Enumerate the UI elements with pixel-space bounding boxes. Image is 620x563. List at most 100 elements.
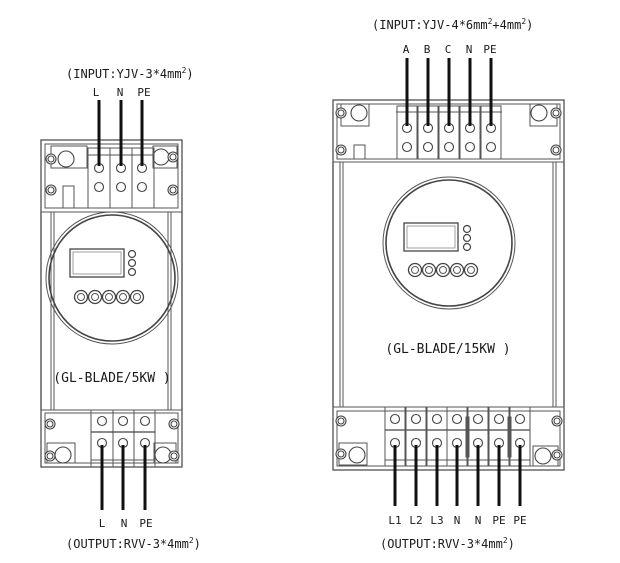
mounting-hole xyxy=(57,150,75,168)
panel-ring-outer xyxy=(45,211,179,345)
terminal-screw xyxy=(493,413,505,425)
output-terminal-label: PE xyxy=(513,514,526,527)
terminal-screw xyxy=(472,413,484,425)
indicator-led-icon xyxy=(127,267,137,277)
indicator-led-icon xyxy=(462,224,472,234)
lcd-display-inner xyxy=(406,225,456,249)
screw-icon xyxy=(170,420,178,428)
terminal-screw xyxy=(485,141,497,153)
terminal-screw xyxy=(96,415,108,427)
panel-button-inner xyxy=(91,293,99,301)
screw-icon xyxy=(169,186,177,194)
terminal-screw xyxy=(117,415,129,427)
panel-button[interactable] xyxy=(449,262,465,278)
panel-button[interactable] xyxy=(435,262,451,278)
panel-button[interactable] xyxy=(463,262,479,278)
panel-button-inner xyxy=(425,266,433,274)
mounting-hole xyxy=(54,446,72,464)
panel-button[interactable] xyxy=(87,289,103,305)
output-terminal-label: N xyxy=(454,514,461,527)
panel-button[interactable] xyxy=(129,289,145,305)
model-label-15kw: (GL-BLADE/15KW ) xyxy=(385,342,510,357)
indicator-led-icon xyxy=(127,249,137,259)
mounting-hole xyxy=(152,148,170,166)
indicator-leds xyxy=(127,249,137,277)
screw-icon xyxy=(47,155,55,163)
top-terminal-block xyxy=(40,139,183,213)
screw-icon xyxy=(169,153,177,161)
output-terminal-label: N xyxy=(121,517,128,530)
device-5kw: (INPUT:YJV-3*4mm2) L N PE xyxy=(40,66,201,551)
top-terminal-block xyxy=(332,99,565,163)
panel-ring-inner xyxy=(385,179,513,307)
indicator-leds xyxy=(462,224,472,252)
terminal-screw xyxy=(431,413,443,425)
indicator-led-icon xyxy=(127,258,137,268)
bottom-section-inner xyxy=(44,412,179,464)
bottom-section-inner xyxy=(336,410,561,467)
indicator-led-icon xyxy=(462,242,472,252)
input-wires xyxy=(405,58,493,126)
input-terminals xyxy=(396,105,502,160)
front-buttons xyxy=(73,289,145,305)
switch-tab xyxy=(62,185,75,209)
control-panel xyxy=(382,176,516,310)
panel-button-inner xyxy=(105,293,113,301)
panel-ring-outer xyxy=(382,176,516,310)
mounting-hole xyxy=(350,104,368,122)
output-caption-15kw: (OUTPUT:RVV-3*4mm2) xyxy=(380,536,515,551)
output-terminal-label: L3 xyxy=(430,514,443,527)
panel-button-inner xyxy=(453,266,461,274)
terminal-screw xyxy=(136,181,148,193)
output-terminal-label: PE xyxy=(492,514,505,527)
screw-icon xyxy=(337,146,345,154)
panel-button[interactable] xyxy=(407,262,423,278)
panel-button-inner xyxy=(411,266,419,274)
terminal-screw xyxy=(401,141,413,153)
input-terminal-label: A xyxy=(403,43,410,56)
screw-icon xyxy=(170,452,178,460)
input-terminal-label: PE xyxy=(483,43,496,56)
lcd-display xyxy=(69,248,125,278)
screw-icon xyxy=(46,452,54,460)
input-terminal-label: C xyxy=(445,43,452,56)
input-terminal-label: N xyxy=(117,86,124,99)
screw-icon xyxy=(552,146,560,154)
indicator-led-icon xyxy=(462,233,472,243)
mounting-hole xyxy=(530,104,548,122)
input-caption-15kw: (INPUT:YJV-4*6mm2+4mm2) xyxy=(372,17,533,32)
terminal-screw xyxy=(115,181,127,193)
input-caption-5kw: (INPUT:YJV-3*4mm2) xyxy=(66,66,194,81)
bottom-terminal-block xyxy=(332,406,565,471)
panel-ring-inner xyxy=(48,214,176,342)
terminal-screw xyxy=(514,413,526,425)
input-terminal-label: L xyxy=(93,86,100,99)
output-terminals xyxy=(384,406,531,467)
terminal-screw xyxy=(422,141,434,153)
panel-button[interactable] xyxy=(115,289,131,305)
terminal-screw xyxy=(410,413,422,425)
output-terminal-label: L1 xyxy=(388,514,401,527)
panel-button-inner xyxy=(133,293,141,301)
output-terminal-label: PE xyxy=(139,517,152,530)
panel-button[interactable] xyxy=(421,262,437,278)
screw-icon xyxy=(337,109,345,117)
output-terminal-label: L2 xyxy=(409,514,422,527)
input-terminal-label: N xyxy=(466,43,473,56)
panel-button-inner xyxy=(77,293,85,301)
panel-button[interactable] xyxy=(101,289,117,305)
screw-icon xyxy=(553,451,561,459)
terminal-screw xyxy=(93,181,105,193)
screw-icon xyxy=(553,417,561,425)
terminal-screw xyxy=(443,141,455,153)
terminal-screw xyxy=(464,141,476,153)
device-enclosure xyxy=(332,99,565,471)
lcd-display-inner xyxy=(72,251,122,275)
panel-button[interactable] xyxy=(73,289,89,305)
screw-icon xyxy=(46,420,54,428)
terminal-screw xyxy=(451,413,463,425)
